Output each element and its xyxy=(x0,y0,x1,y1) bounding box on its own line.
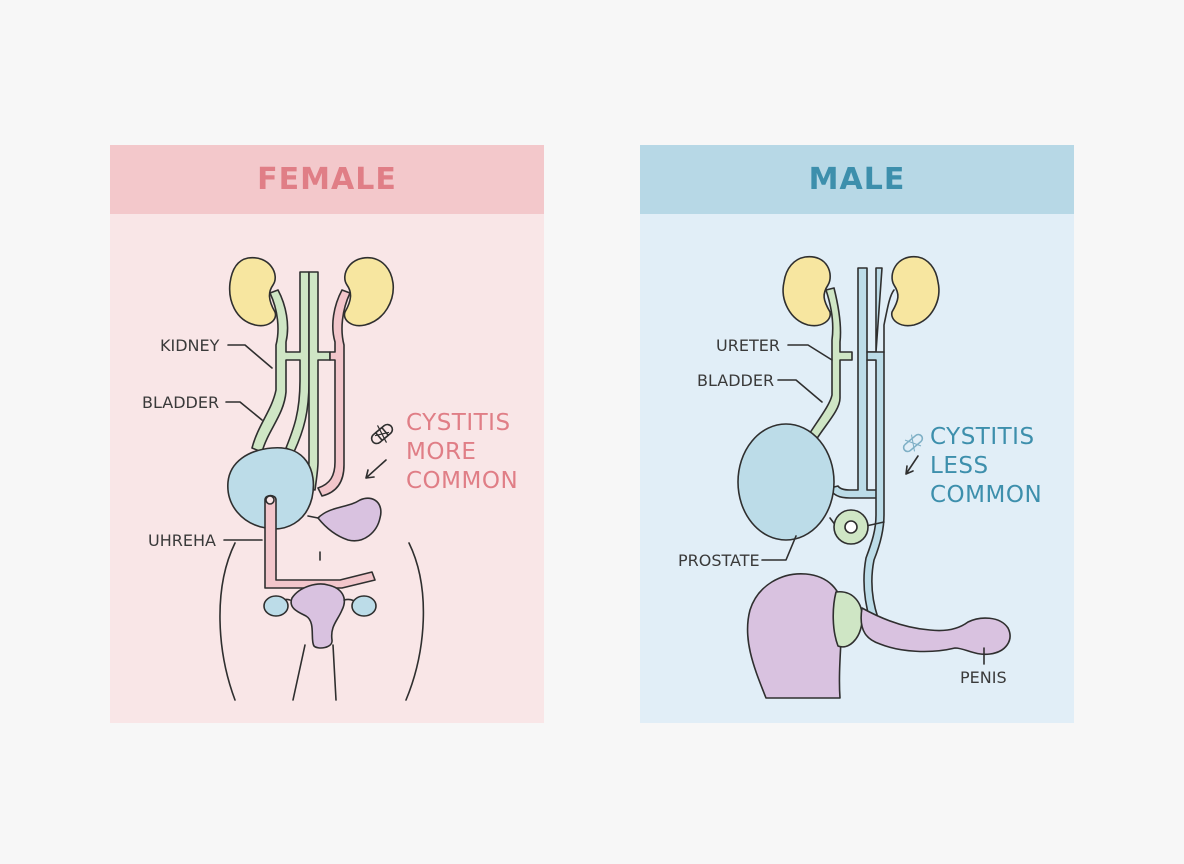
male-callout-line-1: CYSTITIS xyxy=(930,424,1035,450)
female-ureter-left xyxy=(251,271,310,453)
male-body xyxy=(746,573,843,699)
male-label-prostate: PROSTATE xyxy=(678,551,760,570)
male-ureter-leader xyxy=(787,344,833,361)
male-kidney-left xyxy=(782,256,832,327)
female-uterus xyxy=(290,583,346,649)
female-bladder-leader xyxy=(225,401,263,421)
male-label-bladder: BLADDER xyxy=(697,371,774,390)
male-kidney-right xyxy=(890,256,940,327)
female-ovary-right xyxy=(351,595,377,617)
male-callout-line-2: LESS xyxy=(930,453,989,479)
male-label-ureter: URETER xyxy=(716,336,780,355)
bandage-icon xyxy=(902,433,924,453)
male-penis xyxy=(860,607,1011,656)
male-testis xyxy=(832,591,863,648)
female-ovary-left xyxy=(263,595,289,617)
bandage-icon xyxy=(370,423,394,445)
female-callout-line-3: COMMON xyxy=(406,468,518,494)
female-kidney-leader xyxy=(227,344,273,369)
female-title: FEMALE xyxy=(110,145,544,214)
male-title: MALE xyxy=(640,145,1074,214)
female-hip-left xyxy=(219,542,236,701)
female-label-kidney: KIDNEY xyxy=(160,336,220,355)
male-label-penis: PENIS xyxy=(960,668,1007,687)
female-kidney-left xyxy=(228,257,277,327)
female-urethra-opening xyxy=(265,495,275,505)
male-prostate-leader xyxy=(761,535,797,561)
female-leg-line-right xyxy=(332,644,337,701)
female-vessel xyxy=(305,271,331,491)
female-callout-line-2: MORE xyxy=(406,439,476,465)
female-label-bladder: BLADDER xyxy=(142,393,219,412)
male-callout-line-3: COMMON xyxy=(930,482,1042,508)
female-label-urethra: UHREHA xyxy=(148,531,216,550)
male-ureter-cap xyxy=(883,289,895,353)
female-connector xyxy=(307,515,319,519)
female-ureter-right xyxy=(317,289,351,497)
female-callout-arrow xyxy=(365,459,387,479)
female-hip-right xyxy=(405,542,425,701)
male-prostate-hole xyxy=(844,520,858,534)
male-bladder xyxy=(737,423,835,541)
female-callout-line-1: CYSTITIS xyxy=(406,410,511,436)
female-organ-right xyxy=(317,497,382,542)
female-kidney-right xyxy=(343,257,394,327)
male-callout-arrow xyxy=(905,455,919,475)
male-bladder-leader xyxy=(777,379,823,403)
male-ureter-left xyxy=(807,287,853,441)
female-leg-line-left xyxy=(292,644,306,701)
